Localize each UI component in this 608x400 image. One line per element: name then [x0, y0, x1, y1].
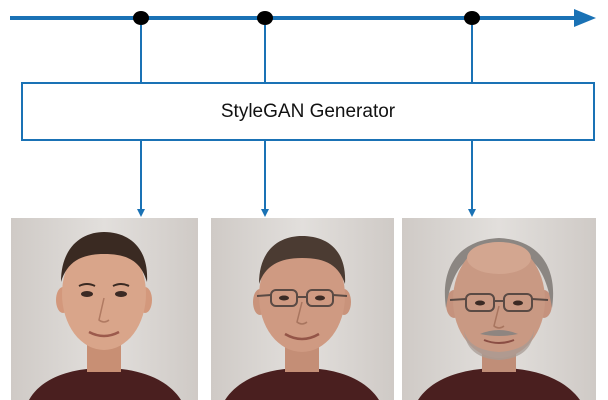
sample-node-1 — [133, 11, 149, 25]
face-middle-image — [211, 218, 394, 400]
output-arrowhead-2 — [261, 209, 269, 217]
sample-node-3 — [464, 11, 480, 25]
output-arrowhead-1 — [137, 209, 145, 217]
latent-axis-arrowhead — [574, 9, 596, 27]
output-arrowhead-3 — [468, 209, 476, 217]
sample-node-2 — [257, 11, 273, 25]
face-old-image — [402, 218, 596, 400]
face-young-image — [11, 218, 198, 400]
generated-faces — [0, 218, 608, 400]
generator-box — [21, 82, 595, 141]
